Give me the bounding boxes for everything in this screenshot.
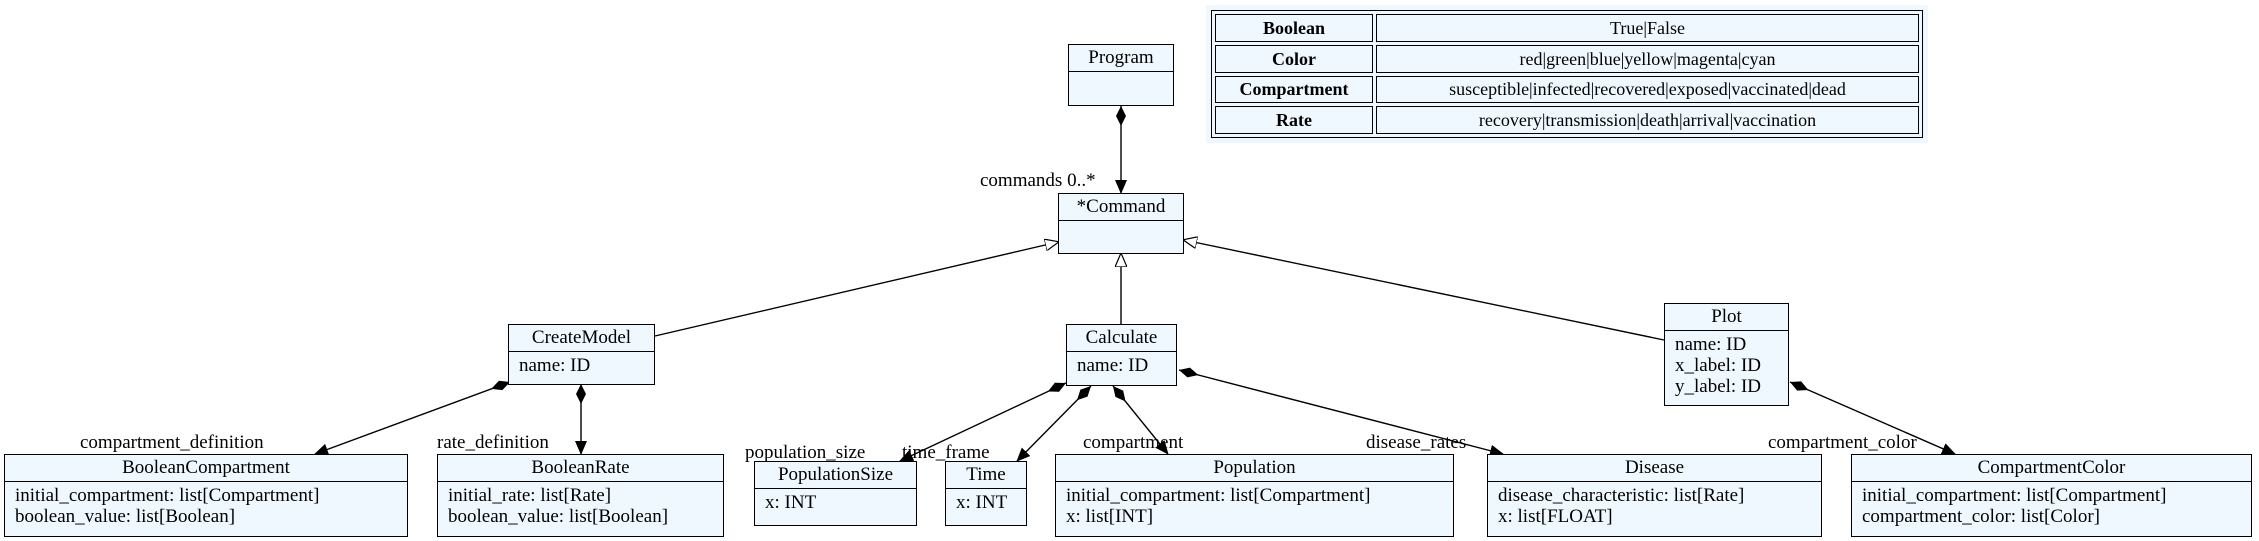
class-attributes	[1059, 221, 1183, 249]
class-name: *Command	[1059, 194, 1183, 221]
class-attributes: initial_compartment: list[Compartment] x…	[1056, 482, 1453, 530]
attribute: x: list[INT]	[1066, 506, 1154, 527]
enum-row: Boolean True|False	[1215, 14, 1919, 42]
class-plot: Plot name: ID x_label: ID y_label: ID	[1664, 303, 1789, 406]
class-command: *Command	[1058, 193, 1184, 254]
class-attributes: initial_compartment: list[Compartment] c…	[1852, 482, 2251, 530]
class-attributes: initial_compartment: list[Compartment] b…	[5, 482, 407, 530]
edge-disease-rates	[1178, 367, 1504, 457]
attribute: initial_compartment: list[Compartment]	[1862, 485, 2167, 506]
class-disease: Disease disease_characteristic: list[Rat…	[1487, 454, 1822, 537]
class-booleanrate: BooleanRate initial_rate: list[Rate] boo…	[437, 454, 724, 537]
attribute: name: ID	[1077, 355, 1149, 376]
attribute: initial_compartment: list[Compartment]	[15, 485, 320, 506]
label-commands: commands 0..*	[980, 170, 1096, 191]
attribute: initial_compartment: list[Compartment]	[1066, 485, 1371, 506]
class-attributes: x: INT	[946, 489, 1026, 517]
class-booleancompartment: BooleanCompartment initial_compartment: …	[4, 454, 408, 537]
edge-createmodel-command	[654, 242, 1058, 337]
enum-name: Rate	[1215, 106, 1373, 134]
label-time-frame: time_frame	[902, 442, 990, 463]
class-name: BooleanCompartment	[5, 455, 407, 482]
enum-table: Boolean True|False Color red|green|blue|…	[1206, 5, 1928, 143]
class-name: Time	[946, 462, 1026, 489]
attribute: x_label: ID	[1675, 355, 1762, 376]
attribute: boolean_value: list[Boolean]	[15, 506, 236, 527]
class-name: Disease	[1488, 455, 1821, 482]
attribute: y_label: ID	[1675, 376, 1762, 397]
attribute: name: ID	[519, 355, 591, 376]
class-attributes: initial_rate: list[Rate] boolean_value: …	[438, 482, 723, 530]
edge-compartment-color	[1789, 381, 1956, 455]
class-populationsize: PopulationSize x: INT	[754, 461, 917, 526]
attribute: initial_rate: list[Rate]	[448, 485, 612, 506]
label-population-size: population_size	[745, 442, 866, 463]
enum-values: susceptible|infected|recovered|exposed|v…	[1376, 75, 1919, 104]
class-name: CompartmentColor	[1852, 455, 2251, 482]
class-name: BooleanRate	[438, 455, 723, 482]
class-attributes: x: INT	[755, 489, 916, 517]
enum-row: Color red|green|blue|yellow|magenta|cyan	[1215, 44, 1919, 73]
class-attributes: name: ID x_label: ID y_label: ID	[1665, 331, 1788, 400]
attribute: compartment_color: list[Color]	[1862, 506, 2100, 527]
label-compartment-color: compartment_color	[1768, 432, 1917, 453]
enum-name: Boolean	[1215, 14, 1373, 42]
attribute: boolean_value: list[Boolean]	[448, 506, 669, 527]
enum-row: Compartment susceptible|infected|recover…	[1215, 75, 1919, 104]
label-disease-rates: disease_rates	[1366, 432, 1467, 453]
class-calculate: Calculate name: ID	[1066, 324, 1177, 386]
enum-name: Color	[1215, 44, 1373, 73]
class-attributes: disease_characteristic: list[Rate] x: li…	[1488, 482, 1821, 530]
class-name: PopulationSize	[755, 462, 916, 489]
enum-values: recovery|transmission|death|arrival|vacc…	[1376, 106, 1919, 134]
class-name: Program	[1069, 45, 1173, 72]
enum-row: Rate recovery|transmission|death|arrival…	[1215, 106, 1919, 134]
attribute: x: list[FLOAT]	[1498, 506, 1613, 527]
attribute: x: INT	[956, 492, 1008, 513]
edge-compartment-definition	[314, 380, 511, 456]
edge-plot-command	[1184, 240, 1665, 341]
label-rate-definition: rate_definition	[437, 432, 549, 453]
class-compartmentcolor: CompartmentColor initial_compartment: li…	[1851, 454, 2252, 537]
class-program: Program	[1068, 44, 1174, 106]
class-name: Calculate	[1067, 325, 1176, 352]
attribute: name: ID	[1675, 334, 1747, 355]
attribute: disease_characteristic: list[Rate]	[1498, 485, 1745, 506]
class-time: Time x: INT	[945, 461, 1027, 526]
class-attributes	[1069, 72, 1173, 100]
class-name: Population	[1056, 455, 1453, 482]
class-attributes: name: ID	[1067, 352, 1176, 380]
edge-time-frame	[1016, 385, 1092, 462]
enum-values: red|green|blue|yellow|magenta|cyan	[1376, 44, 1919, 73]
enum-values: True|False	[1376, 14, 1919, 42]
class-name: Plot	[1665, 304, 1788, 331]
label-compartment-definition: compartment_definition	[80, 432, 264, 453]
label-compartment: compartment	[1083, 432, 1184, 453]
edge-compartment	[1112, 385, 1169, 455]
class-attributes: name: ID	[509, 352, 654, 380]
attribute: x: INT	[765, 492, 817, 513]
class-name: CreateModel	[509, 325, 654, 352]
class-createmodel: CreateModel name: ID	[508, 324, 655, 385]
class-population: Population initial_compartment: list[Com…	[1055, 454, 1454, 537]
enum-name: Compartment	[1215, 75, 1373, 104]
